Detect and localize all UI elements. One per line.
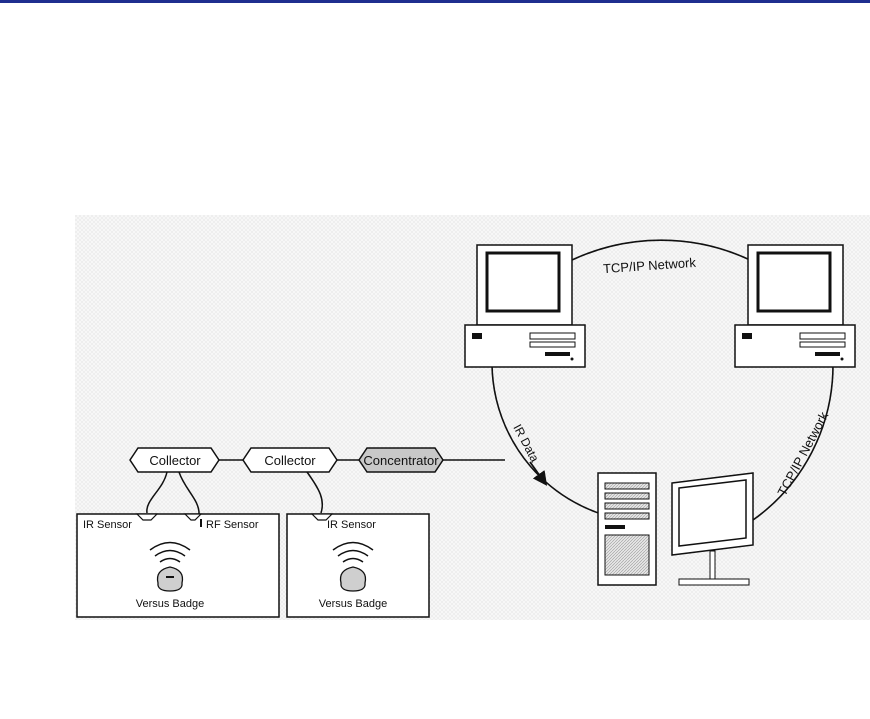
collector-2-label: Collector [264,453,316,468]
room-2: IR Sensor Versus Badge [287,514,429,617]
room-1: IR Sensor RF Sensor Versus Badge [77,514,279,617]
concentrator: Concentrator [359,448,443,472]
workstation-left [465,245,585,367]
top-rule [0,0,870,3]
room1-badge-label: Versus Badge [136,598,205,610]
system-diagram: IR Data TCP/IP Network TCP/IP Network [75,215,870,620]
concentrator-label: Concentrator [363,453,439,468]
badge-icon [341,567,366,591]
collector-1: Collector [130,448,219,472]
room2-badge-label: Versus Badge [319,598,388,610]
room2-ir-sensor-label: IR Sensor [327,519,376,531]
collector-2: Collector [243,448,337,472]
diagram-canvas: IR Data TCP/IP Network TCP/IP Network [75,215,870,620]
room1-ir-sensor-label: IR Sensor [83,519,132,531]
server-tower [598,473,656,585]
badge-icon [158,567,183,591]
collector-1-label: Collector [149,453,201,468]
workstation-right [735,245,855,367]
rf-antenna-icon [200,519,202,527]
room1-rf-sensor-label: RF Sensor [206,519,259,531]
